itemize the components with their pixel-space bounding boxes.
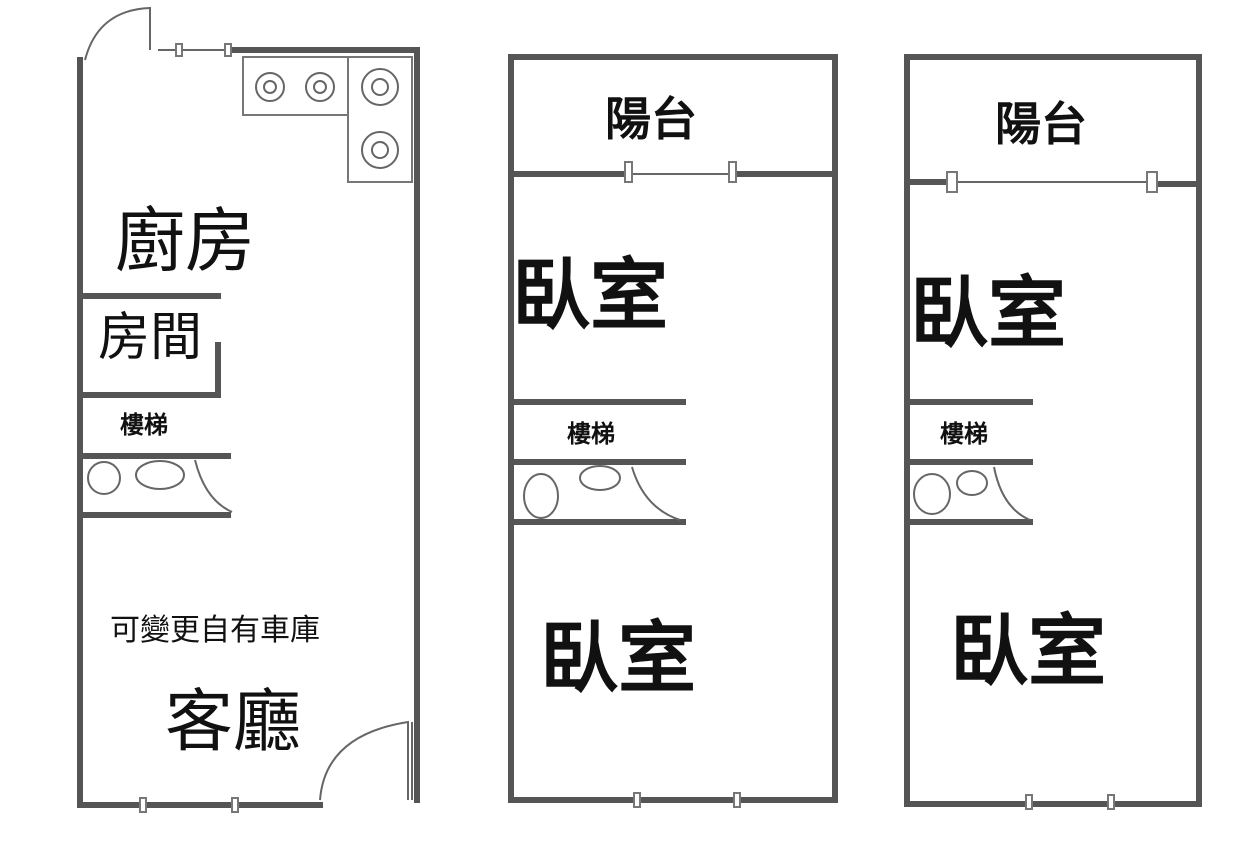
burner-icon xyxy=(305,72,335,102)
door-post xyxy=(624,161,633,183)
floor-3-outline xyxy=(904,54,1202,807)
window-post xyxy=(175,43,183,57)
floor-3: 陽台 臥室 樓梯 臥室 xyxy=(904,54,1202,810)
sink-icon xyxy=(956,470,988,496)
floor-1: 廚房 房間 樓梯 可變更自有車庫 客廳 xyxy=(77,6,420,813)
room-label-balcony: 陽台 xyxy=(605,92,697,146)
room-label-stairs: 樓梯 xyxy=(567,420,615,448)
door-bottom-swing xyxy=(319,720,409,801)
floor-2: 陽台 臥室 樓梯 臥室 xyxy=(508,54,838,808)
door-post xyxy=(728,161,737,183)
window-post xyxy=(224,43,232,57)
door-top-swing xyxy=(84,6,151,61)
window-post xyxy=(231,797,239,813)
door-post xyxy=(946,171,958,193)
bath-door-swing xyxy=(631,466,681,521)
toilet-icon xyxy=(523,473,559,519)
room-label-balcony: 陽台 xyxy=(995,97,1087,151)
room-label-bedroom-bottom: 臥室 xyxy=(540,614,696,704)
room-label-stairs: 樓梯 xyxy=(940,420,988,448)
sink-icon xyxy=(579,465,621,491)
window-post xyxy=(733,792,741,808)
sink-icon xyxy=(135,460,185,490)
burner-icon xyxy=(361,68,399,106)
stove-counter xyxy=(242,56,413,183)
window-post xyxy=(633,792,641,808)
room-label-bedroom-top: 臥室 xyxy=(910,269,1066,359)
window-post xyxy=(1025,794,1033,810)
burner-icon xyxy=(361,131,399,169)
room-label-living: 客廳 xyxy=(165,683,301,762)
room-label-bedroom-bottom: 臥室 xyxy=(950,607,1106,697)
bath-door-swing xyxy=(993,466,1031,521)
door-post xyxy=(1146,171,1158,193)
window-post xyxy=(139,797,147,813)
toilet-icon xyxy=(87,461,121,495)
room-label-room: 房間 xyxy=(98,308,202,368)
bath-door-swing xyxy=(194,459,233,513)
toilet-icon xyxy=(913,473,951,515)
room-label-bedroom-top: 臥室 xyxy=(512,251,668,341)
window-post xyxy=(1107,794,1115,810)
room-label-kitchen: 廚房 xyxy=(115,200,255,282)
floor-2-outline xyxy=(508,54,838,803)
room-note: 可變更自有車庫 xyxy=(110,613,320,648)
burner-icon xyxy=(255,72,285,102)
room-label-stairs: 樓梯 xyxy=(120,411,168,439)
